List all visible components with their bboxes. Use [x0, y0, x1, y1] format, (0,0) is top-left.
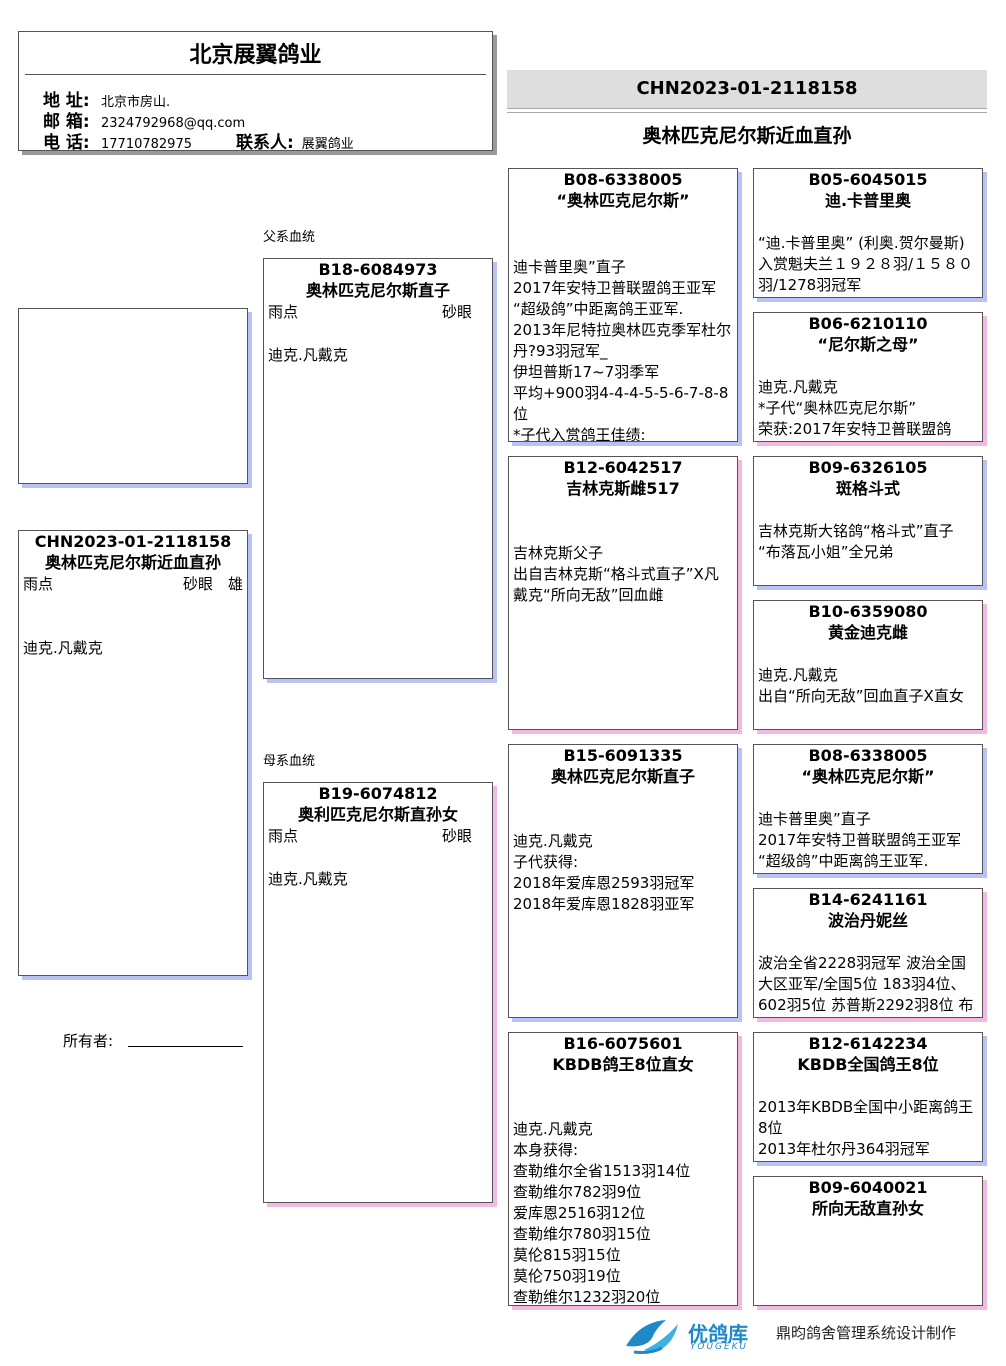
- contact-label: 联系人:: [235, 133, 294, 153]
- sds-ring: B09-6326105: [808, 458, 928, 477]
- dsd-notes: 波治全省2228羽冠军 波治全国大区亚军/全国5位 183羽4位、602羽5位 …: [758, 954, 974, 1014]
- pigeon-logo-icon: [626, 1320, 678, 1354]
- sire-notes: 迪克.凡戴克: [268, 346, 348, 364]
- sds-name: 斑格斗式: [835, 479, 900, 498]
- ddd-card: B09-6040021 所向无敌直孙女: [753, 1176, 983, 1306]
- ssd-notes: 迪克.凡戴克 *子代“奥林匹克尼尔斯” 荣获:2017年安特卫普联盟鸽: [758, 378, 952, 438]
- subject-ring: CHN2023-01-2118158: [34, 532, 232, 551]
- company-name: 北京展翼鸽业: [189, 43, 322, 68]
- dam-dam-card: B16-6075601 KBDB鸽王8位直女 迪克.凡戴克 本身获得: 查勒维尔…: [508, 1032, 738, 1306]
- ssd-card: B06-6210110 “尼尔斯之母” 迪克.凡戴克 *子代“奥林匹克尼尔斯” …: [753, 312, 983, 442]
- header-card: 北京展翼鸽业 地 址:北京市房山. 邮 箱:2324792968@qq.com …: [18, 31, 493, 153]
- owner-signature-line: [128, 1046, 243, 1047]
- sire-dam-name: 吉林克斯雌517: [566, 479, 680, 498]
- dam-section-label: 母系血统: [263, 754, 316, 769]
- sire-section-label: 父系血统: [263, 230, 316, 245]
- sire-trait-eye: 砂眼: [441, 303, 472, 321]
- sire-ring: B18-6084973: [318, 260, 438, 279]
- dam-name: 奥利匹克尼尔斯直孙女: [297, 805, 458, 824]
- phone-row: 电 话: 17710782975 联系人: 展翼鸽业: [43, 128, 354, 153]
- photo-box: [18, 308, 248, 484]
- ssd-name: “尼尔斯之母”: [817, 335, 919, 354]
- ddd-name: 所向无敌直孙女: [811, 1199, 924, 1218]
- dsd-name: 波治丹妮丝: [827, 911, 908, 930]
- owner-label: 所有者:: [63, 1032, 114, 1050]
- sire-sire-card: B08-6338005 “奥林匹克尼尔斯” 迪卡普里奥”直子 2017年安特卫普…: [508, 168, 738, 442]
- dam-card: B19-6074812 奥利匹克尼尔斯直孙女 雨点 砂眼 迪克.凡戴克: [263, 782, 493, 1203]
- dam-sire-notes: 迪克.凡戴克 子代获得: 2018年爱库恩2593羽冠军 2018年爱库恩182…: [513, 832, 695, 913]
- sdd-card: B10-6359080 黄金迪克雌 迪克.凡戴克 出自“所向无敌”回血直子X直女: [753, 600, 983, 730]
- sds-notes: 吉林克斯大铭鸽“格斗式”直子 “布落瓦小姐”全兄弟: [758, 522, 954, 561]
- sire-name: 奥林匹克尼尔斯直子: [305, 281, 450, 300]
- subject-notes: 迪克.凡戴克: [23, 639, 103, 657]
- title-ring-number: CHN2023-01-2118158: [507, 70, 987, 109]
- phone-value: 17710782975: [101, 137, 192, 152]
- address-row: 地 址: 北京市房山.: [43, 86, 170, 111]
- subject-sex: 雄: [227, 575, 243, 593]
- subject-name: 奥林匹克尼尔斯近血直孙: [44, 553, 221, 572]
- sire-trait-color: 雨点: [268, 303, 299, 321]
- sire-dam-ring: B12-6042517: [563, 458, 683, 477]
- dds-notes: 2013年KBDB全国中小距离鸽王8位 2013年杜尔丹364羽冠军: [758, 1098, 974, 1158]
- sire-dam-card: B12-6042517 吉林克斯雌517 吉林克斯父子 出自吉林克斯“格斗式直子…: [508, 456, 738, 730]
- logo-subtext: YOUGEKU: [690, 1342, 749, 1352]
- dam-traits: 雨点 砂眼: [264, 826, 492, 846]
- dam-sire-card: B15-6091335 奥林匹克尼尔斯直子 迪克.凡戴克 子代获得: 2018年…: [508, 744, 738, 1018]
- sire-sire-ring: B08-6338005: [563, 170, 683, 189]
- sss-card: B05-6045015 迪.卡普里奥 “迪.卡普里奥” (利奥.贺尔曼斯)入赏魁…: [753, 168, 983, 298]
- subject-trait-eye: 砂眼: [182, 575, 213, 593]
- dds-name: KBDB全国鸽王8位: [797, 1055, 939, 1074]
- address-value: 北京市房山.: [101, 95, 171, 110]
- sdd-notes: 迪克.凡戴克 出自“所向无敌”回血直子X直女: [758, 666, 964, 705]
- email-value: 2324792968@qq.com: [101, 116, 246, 131]
- dsd-ring: B14-6241161: [808, 890, 928, 909]
- dam-dam-name: KBDB鸽王8位直女: [552, 1055, 694, 1074]
- phone-label: 电 话:: [43, 133, 90, 153]
- sdd-ring: B10-6359080: [808, 602, 928, 621]
- sire-sire-name: “奥林匹克尼尔斯”: [556, 191, 690, 210]
- dam-dam-notes: 迪克.凡戴克 本身获得: 查勒维尔全省1513羽14位 查勒维尔782羽9位 爱…: [513, 1120, 691, 1306]
- dam-trait-color: 雨点: [268, 827, 299, 845]
- dss-name: “奥林匹克尼尔斯”: [801, 767, 935, 786]
- dsd-card: B14-6241161 波治丹妮丝 波治全省2228羽冠军 波治全国大区亚军/全…: [753, 888, 983, 1018]
- subject-card: CHN2023-01-2118158 奥林匹克尼尔斯近血直孙 雨点 砂眼 雄 迪…: [18, 530, 248, 976]
- title-divider: [507, 112, 987, 113]
- dam-dam-ring: B16-6075601: [563, 1034, 683, 1053]
- subject-trait-color: 雨点: [23, 575, 54, 593]
- title-bird-name: 奥林匹克尼尔斯近血直孙: [642, 125, 852, 147]
- sire-traits: 雨点 砂眼: [264, 302, 492, 322]
- dss-card: B08-6338005 “奥林匹克尼尔斯” 迪卡普里奥”直子 2017年安特卫普…: [753, 744, 983, 874]
- email-label: 邮 箱:: [43, 112, 90, 132]
- subject-traits: 雨点 砂眼 雄: [19, 574, 247, 594]
- address-label: 地 址:: [43, 91, 90, 111]
- dss-ring: B08-6338005: [808, 746, 928, 765]
- sdd-name: 黄金迪克雌: [827, 623, 908, 642]
- footer-credit: 鼎昀鸽舍管理系统设计制作: [776, 1324, 957, 1342]
- sss-name: 迪.卡普里奥: [824, 191, 912, 210]
- sss-ring: B05-6045015: [808, 170, 928, 189]
- ddd-ring: B09-6040021: [808, 1178, 928, 1197]
- dds-ring: B12-6142234: [808, 1034, 928, 1053]
- sire-sire-notes: 迪卡普里奥”直子 2017年安特卫普联盟鸽王亚军 “超级鸽”中距离鸽王亚军. 2…: [513, 258, 732, 442]
- sire-dam-notes: 吉林克斯父子 出自吉林克斯“格斗式直子”X凡戴克“所向无敌”回血雌: [513, 544, 719, 604]
- sss-notes: “迪.卡普里奥” (利奥.贺尔曼斯)入赏魁夫兰１９２８羽/１５８０羽/1278羽…: [758, 234, 974, 294]
- dam-ring: B19-6074812: [318, 784, 438, 803]
- dds-card: B12-6142234 KBDB全国鸽王8位 2013年KBDB全国中小距离鸽王…: [753, 1032, 983, 1162]
- sds-card: B09-6326105 斑格斗式 吉林克斯大铭鸽“格斗式”直子 “布落瓦小姐”全…: [753, 456, 983, 586]
- dam-notes: 迪克.凡戴克: [268, 870, 348, 888]
- ssd-ring: B06-6210110: [808, 314, 928, 333]
- dam-sire-ring: B15-6091335: [563, 746, 683, 765]
- dam-sire-name: 奥林匹克尼尔斯直子: [550, 767, 695, 786]
- dam-trait-eye: 砂眼: [441, 827, 472, 845]
- header-divider: [25, 74, 486, 75]
- sire-card: B18-6084973 奥林匹克尼尔斯直子 雨点 砂眼 迪克.凡戴克: [263, 258, 493, 679]
- email-row: 邮 箱: 2324792968@qq.com: [43, 107, 245, 132]
- logo-text: 优鸽库: [688, 1322, 748, 1346]
- dss-notes: 迪卡普里奥”直子 2017年安特卫普联盟鸽王亚军 “超级鸽”中距离鸽王亚军.: [758, 810, 962, 870]
- contact-value: 展翼鸽业: [301, 137, 354, 152]
